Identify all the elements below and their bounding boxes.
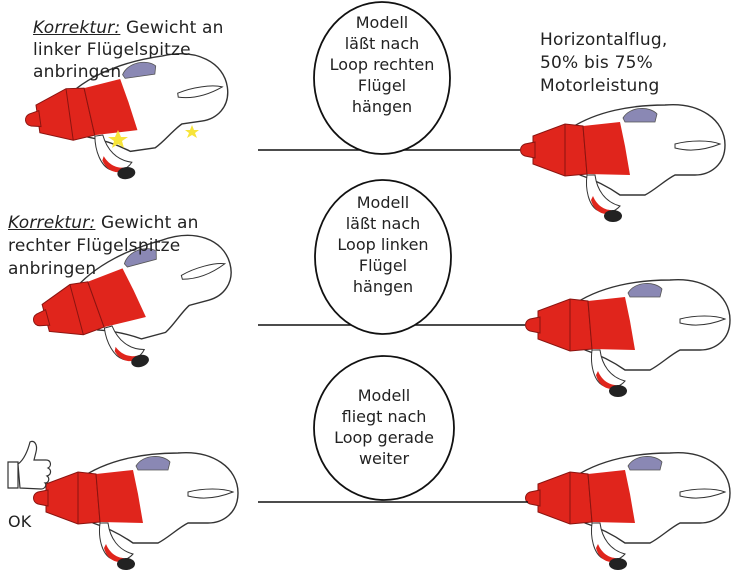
ok-label: OK [8, 512, 32, 531]
circle-3-line4: weiter [358, 449, 410, 468]
circle-1-line5: hängen [351, 97, 413, 116]
plane-row3-right [524, 451, 731, 571]
circle-3-line3: Loop gerade [334, 428, 434, 447]
circle-3-line2: fliegt nach [341, 407, 427, 426]
correction-2-line2: rechter Flügelspitze [8, 236, 181, 256]
correction-2-line1: Korrektur: Gewicht an [8, 213, 199, 234]
horizontal-note-line1: Horizontalflug, [540, 30, 668, 50]
plane-row1-right [519, 103, 726, 223]
circle-1 [313, 1, 451, 155]
correction-1-label: Korrektur: [33, 18, 121, 38]
horizontal-note-line3: Motorleistung [540, 76, 660, 96]
circle-1-line2: läßt nach [344, 34, 420, 53]
horizontal-note-line2: 50% bis 75% [540, 53, 653, 73]
circle-2-line3: Loop linken [337, 235, 429, 254]
correction-2-label: Korrektur: [8, 213, 96, 233]
circle-2-text: Modell läßt nach Loop linken Flügel häng… [318, 192, 448, 297]
circle-2-line4: Flügel [358, 256, 408, 275]
circle-3-line1: Modell [357, 386, 411, 405]
circle-1-line3: Loop rechten [329, 55, 435, 74]
thumbs-up-icon [7, 440, 52, 490]
correction-1-text: Gewicht an [126, 18, 224, 38]
circle-1-text: Modell läßt nach Loop rechten Flügel hän… [317, 12, 447, 117]
circle-2 [314, 179, 452, 335]
correction-2-text: Gewicht an [101, 213, 199, 233]
plane-row2-right [524, 278, 731, 398]
plane-row3-left [32, 451, 239, 571]
circle-3-text: Modell fliegt nach Loop gerade weiter [319, 385, 449, 469]
correction-2-line3: anbringen [8, 259, 97, 279]
circle-1-line4: Flügel [357, 76, 407, 95]
correction-1-line3: anbringen [33, 62, 122, 82]
circle-2-line1: Modell [356, 193, 410, 212]
circle-3 [313, 355, 455, 501]
circle-1-line1: Modell [355, 13, 409, 32]
star-icon [108, 125, 199, 148]
circle-2-line5: hängen [352, 277, 414, 296]
circle-2-line2: läßt nach [345, 214, 421, 233]
correction-1-line2: linker Flügelspitze [33, 40, 191, 60]
correction-1-line1: Korrektur: Gewicht an [33, 18, 224, 39]
